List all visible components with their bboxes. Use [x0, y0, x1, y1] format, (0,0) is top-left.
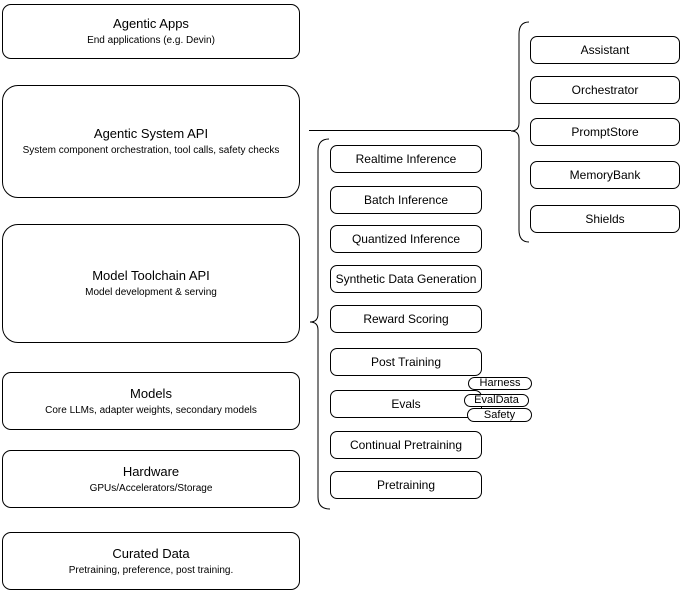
node-agentic-system-api: Agentic System API System component orch…	[2, 85, 300, 198]
node-label: Batch Inference	[363, 193, 449, 207]
node-label: Quantized Inference	[351, 232, 461, 246]
node-title: Curated Data	[112, 545, 190, 561]
node-post-training: Post Training	[330, 348, 482, 376]
node-curated-data: Curated Data Pretraining, preference, po…	[2, 532, 300, 590]
node-label: Post Training	[370, 355, 442, 369]
node-pretraining: Pretraining	[330, 471, 482, 499]
node-continual-pretraining: Continual Pretraining	[330, 431, 482, 459]
node-label: Realtime Inference	[355, 152, 457, 166]
node-subtitle: Model development & serving	[85, 287, 217, 298]
node-label: Assistant	[580, 43, 630, 57]
node-title: Agentic System API	[93, 126, 209, 141]
node-agentic-apps: Agentic Apps End applications (e.g. Devi…	[2, 4, 300, 59]
node-label: PromptStore	[571, 125, 639, 139]
node-orchestrator: Orchestrator	[530, 76, 680, 104]
tag-evaldata: EvalData	[464, 394, 529, 407]
tag-label: EvalData	[474, 394, 519, 406]
node-title: Hardware	[122, 463, 180, 479]
node-subtitle: System component orchestration, tool cal…	[22, 145, 280, 156]
node-label: Orchestrator	[571, 83, 639, 97]
node-label: Continual Pretraining	[349, 438, 463, 452]
node-memorybank: MemoryBank	[530, 161, 680, 189]
node-hardware: Hardware GPUs/Accelerators/Storage	[2, 450, 300, 508]
node-model-toolchain-api: Model Toolchain API Model development & …	[2, 224, 300, 343]
node-quantized-inference: Quantized Inference	[330, 225, 482, 253]
node-subtitle: Pretraining, preference, post training.	[68, 564, 234, 576]
tag-safety: Safety	[467, 408, 532, 422]
node-shields: Shields	[530, 205, 680, 233]
toolchain-group-brace	[309, 138, 331, 510]
node-title: Agentic Apps	[113, 16, 189, 31]
components-group-brace	[510, 21, 530, 243]
node-label: Shields	[585, 212, 625, 226]
node-label: Pretraining	[376, 478, 436, 492]
node-models: Models Core LLMs, adapter weights, secon…	[2, 372, 300, 430]
node-label: Evals	[391, 397, 421, 411]
node-evals: Evals	[330, 390, 482, 418]
node-subtitle: End applications (e.g. Devin)	[87, 35, 215, 46]
node-synthetic-data-generation: Synthetic Data Generation	[330, 265, 482, 293]
node-subtitle: GPUs/Accelerators/Storage	[89, 482, 213, 494]
node-realtime-inference: Realtime Inference	[330, 145, 482, 173]
node-title: Model Toolchain API	[92, 268, 210, 283]
node-label: Reward Scoring	[363, 312, 449, 326]
tag-label: Safety	[483, 408, 516, 421]
tag-label: Harness	[479, 377, 521, 389]
node-assistant: Assistant	[530, 36, 680, 64]
node-subtitle: Core LLMs, adapter weights, secondary mo…	[45, 404, 257, 416]
tag-harness: Harness	[468, 377, 532, 390]
node-promptstore: PromptStore	[530, 118, 680, 146]
node-batch-inference: Batch Inference	[330, 186, 482, 214]
node-title: Models	[130, 385, 172, 401]
node-label: MemoryBank	[569, 168, 641, 182]
node-label: Synthetic Data Generation	[335, 272, 477, 286]
node-reward-scoring: Reward Scoring	[330, 305, 482, 333]
